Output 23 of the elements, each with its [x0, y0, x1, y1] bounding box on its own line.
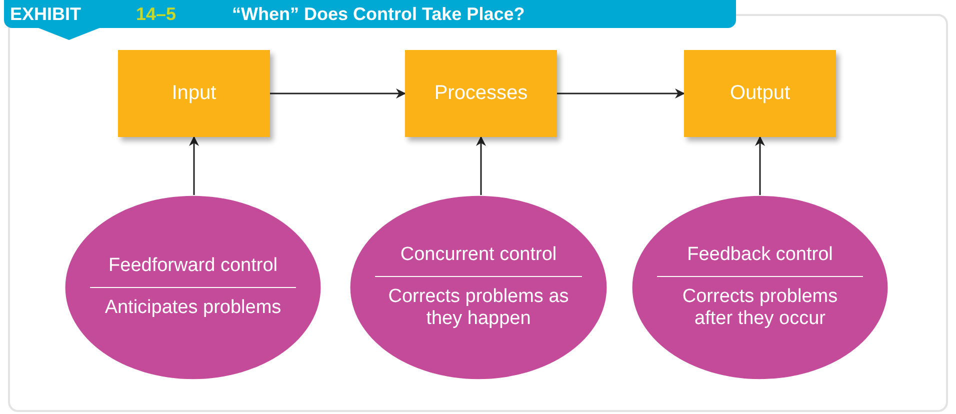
arrow [189, 136, 199, 195]
diagram-title: “When” Does Control Take Place? [232, 4, 525, 25]
arrow [270, 88, 406, 98]
process-label: Input [172, 82, 216, 105]
arrow [557, 88, 685, 98]
control-description: Corrects problems after they occur [681, 286, 839, 332]
control-type: Concurrent control [399, 244, 558, 267]
control-description: Corrects problems as they happen [387, 286, 570, 332]
control-type: Feedback control [686, 244, 834, 267]
arrow [755, 136, 765, 195]
process-label: Output [730, 82, 790, 105]
exhibit-number: 14–5 [136, 4, 176, 25]
control-ellipse [64, 195, 322, 380]
control-ellipse [631, 195, 889, 380]
exhibit-label: EXHIBIT [10, 4, 82, 25]
process-box [684, 50, 836, 137]
process-label: Processes [434, 82, 528, 105]
process-box [118, 50, 270, 137]
control-description: Anticipates problems [104, 297, 282, 320]
control-type: Feedforward control [108, 255, 278, 278]
arrow [476, 136, 486, 195]
process-box [405, 50, 557, 137]
control-ellipse [349, 195, 608, 380]
